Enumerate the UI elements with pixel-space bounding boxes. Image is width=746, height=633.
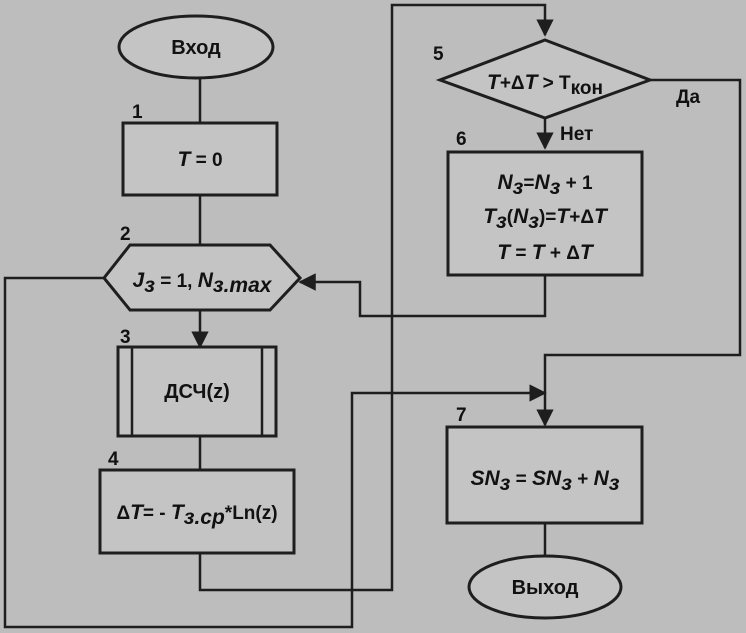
branch-no-label: Нет <box>560 124 593 145</box>
block-6-number: 6 <box>456 129 467 150</box>
subprocess-block-3: 3 ДСЧ(z) <box>116 327 278 438</box>
block-4-label: ΔT= - Tз.ср*Ln(z) <box>116 501 277 529</box>
block-7-number: 7 <box>456 405 467 426</box>
block-3-label: ДСЧ(z) <box>164 381 230 403</box>
block-6-line-3: T = T + ΔT <box>497 241 595 264</box>
block-1-label: T = 0 <box>177 148 222 171</box>
start-label: Вход <box>171 37 221 59</box>
block-5-label: T+ΔT > Tкон <box>487 71 603 99</box>
connector-b6-b2 <box>298 273 547 318</box>
start-block: Вход <box>117 14 275 80</box>
block-4-number: 4 <box>108 449 119 470</box>
connector-b5-b7 <box>536 78 742 427</box>
block-2-number: 2 <box>120 224 131 245</box>
block-3-number: 3 <box>120 327 131 348</box>
branch-yes-label: Да <box>676 87 701 108</box>
end-block: Выход <box>467 554 623 620</box>
process-block-7: 7 SNз = SNз + Nз <box>445 405 644 525</box>
connector-b4-b5 <box>198 3 554 592</box>
process-block-4: 4 ΔT= - Tз.ср*Ln(z) <box>98 449 296 555</box>
decision-block-5: 5 T+ΔT > Tкон Да Нет <box>433 38 701 145</box>
block-1-number: 1 <box>132 102 143 123</box>
process-block-1: 1 T = 0 <box>121 102 279 197</box>
end-label: Выход <box>512 577 579 599</box>
loop-block-2: 2 Jз = 1, Nз.max <box>102 224 303 312</box>
connector-b2-b7 <box>3 276 547 629</box>
process-block-6: 6 Nз=Nз + 1 Tз(Nз)=T+ΔT T = T + ΔT <box>446 129 644 277</box>
block-5-number: 5 <box>433 44 444 65</box>
block-7-label: SNз = SNз + Nз <box>470 467 619 495</box>
block-6-line-2: Tз(Nз)=T+ΔT <box>483 205 609 233</box>
block-6-line-1: Nз=Nз + 1 <box>497 171 593 199</box>
block-2-label: Jз = 1, Nз.max <box>133 269 273 297</box>
